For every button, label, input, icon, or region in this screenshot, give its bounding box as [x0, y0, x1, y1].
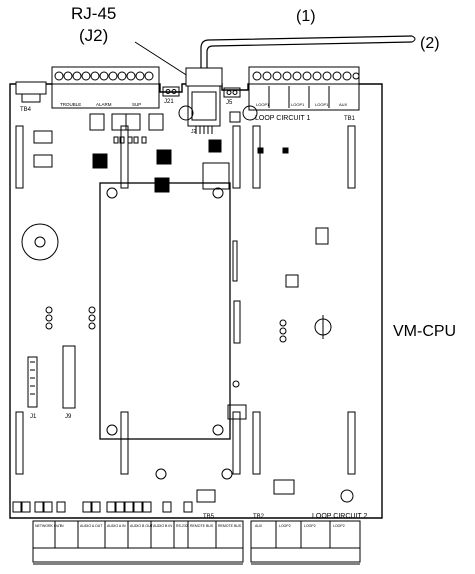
tb1-terminal-block — [248, 66, 360, 111]
label-tb5: TB5 — [203, 514, 215, 520]
label-tb5-group-9: REMOTE BUS — [218, 524, 242, 528]
right-components — [196, 147, 332, 503]
label-tb2-group-1: AUX — [255, 524, 263, 528]
label-j2-board: J2 — [191, 129, 197, 135]
label-tb2-group-3: LOOP2 — [304, 524, 316, 528]
board-name-label: VM-CPU — [393, 323, 457, 340]
tb2-terminal-block — [250, 520, 361, 565]
label-loop-circuit-2: LOOP CIRCUIT 2 — [312, 513, 367, 520]
connector-j1 — [27, 356, 38, 408]
label-tb5-group-4: AUDIO A IN — [107, 524, 126, 528]
daughter-board — [99, 182, 231, 440]
callout-rj45: RJ-45 — [71, 4, 117, 23]
label-tb2: TB2 — [253, 514, 265, 520]
label-trouble: TROUBLE — [60, 102, 81, 107]
label-tb4: TB4 — [20, 107, 32, 113]
ic-stack-left — [33, 130, 108, 169]
label-tb1: TB1 — [344, 116, 356, 122]
label-tb1-group-4: AUX — [339, 102, 348, 107]
rj45-jack-j2 — [185, 67, 223, 134]
bottom-components — [12, 468, 354, 513]
label-tb5-group-6: AUDIO B IN — [153, 524, 172, 528]
label-tb5-group-1: NETWORK OUT — [35, 524, 62, 528]
tb5-terminal-block — [32, 520, 244, 565]
label-tb5-group-8: REMOTE BUS — [190, 524, 214, 528]
label-sup: SUP — [132, 102, 141, 107]
callout-cable-1: (1) — [296, 8, 316, 25]
center-ic-group — [154, 139, 230, 193]
label-tb1-group-2: LOOP1 — [291, 102, 305, 107]
label-tb5-group-5: AUDIO B OUT — [130, 524, 154, 528]
connector-j9 — [62, 345, 76, 409]
top-row-components — [89, 105, 258, 144]
label-j1: J1 — [30, 414, 37, 420]
callout-j2: (J2) — [79, 26, 109, 45]
mounting-holes-left — [45, 306, 96, 330]
label-tb5-group-3: AUDIO A OUT — [80, 524, 103, 528]
rj45-cable — [134, 35, 416, 84]
label-tb2-group-4: LOOP2 — [333, 524, 345, 528]
buzzer — [21, 223, 59, 261]
edge-slots — [15, 125, 356, 475]
jumper-j5 — [223, 87, 241, 98]
label-tb1-group-3: LOOP1 — [315, 102, 329, 107]
label-loop-circuit-1: LOOP CIRCUIT 1 — [255, 115, 310, 122]
label-tb1-group-1: LOOP1 — [256, 102, 270, 107]
label-j21: J21 — [164, 99, 174, 105]
label-tb2-group-2: LOOP2 — [279, 524, 291, 528]
board-labels: TB4 TROUBLE ALARM SUP J21 J2 J5 LOOP CIR… — [20, 99, 367, 528]
label-j9: J9 — [65, 414, 72, 420]
tb4-terminal-block — [51, 66, 160, 109]
label-tb5-group-2: IN — [60, 524, 64, 528]
header-top-left — [15, 81, 47, 103]
jumper-j21 — [162, 86, 180, 97]
label-j5: J5 — [226, 100, 233, 106]
board-outline — [9, 83, 383, 519]
callout-cable-2: (2) — [420, 35, 440, 52]
label-alarm: ALARM — [96, 102, 112, 107]
label-tb5-group-7: RS-232 — [176, 524, 188, 528]
